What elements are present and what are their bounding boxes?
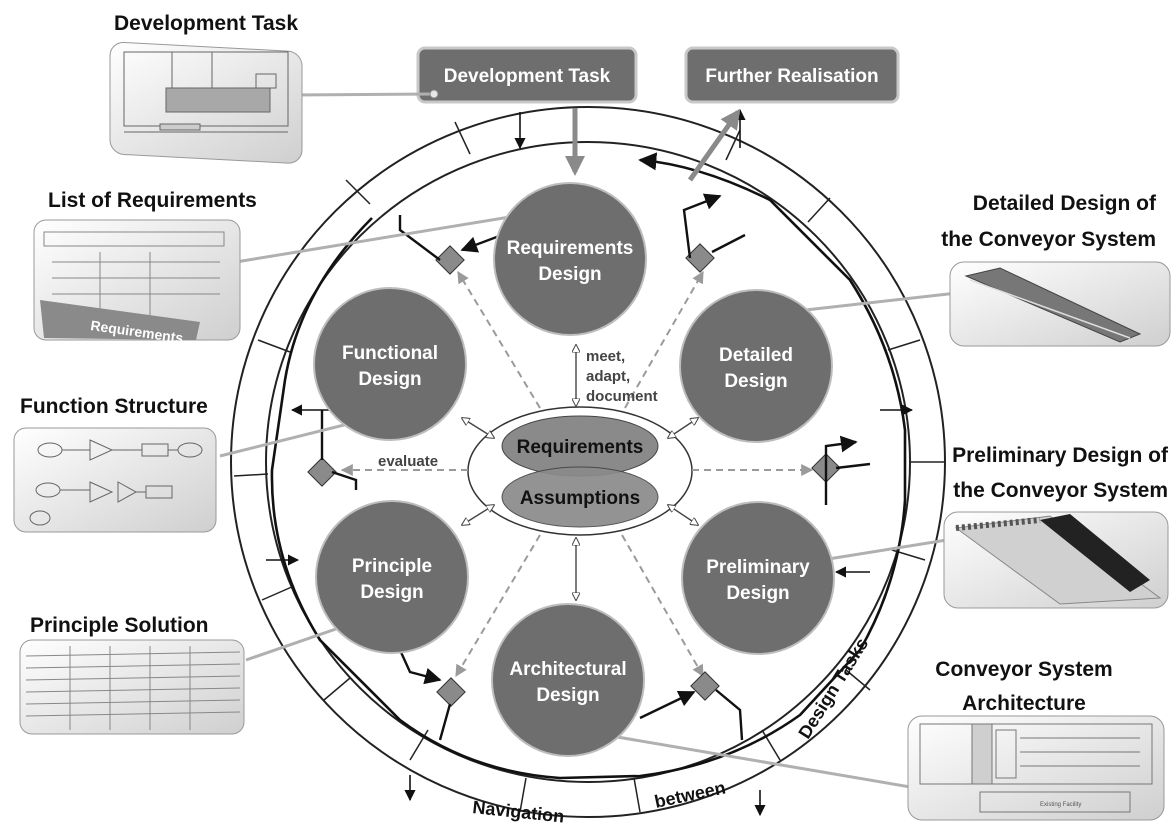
circle-detailed-design: Detailed Design (679, 289, 833, 443)
functional-design-line2: Design (358, 369, 421, 390)
circle-connectors (320, 193, 871, 741)
functional-design-line1: Functional (342, 343, 438, 364)
further-realisation-box: Further Realisation (684, 46, 900, 104)
preliminary-design-line2: Design (726, 583, 789, 604)
center-group: Requirements Assumptions (467, 406, 693, 536)
development-task-box-label: Development Task (444, 66, 611, 87)
ring-navigation-label: Navigation (472, 797, 566, 827)
requirements-design-line2: Design (538, 264, 601, 285)
thumbnail-development-task (109, 41, 303, 164)
thumbnail-function-structure (13, 427, 217, 533)
heading-detailed-design-line2: the Conveyor System (941, 228, 1156, 251)
further-realisation-arrow (687, 108, 741, 182)
heading-detailed-design-line1: Detailed Design of (973, 192, 1157, 215)
decision-diamond (307, 457, 337, 487)
circle-preliminary-design: Preliminary Design (681, 501, 835, 655)
heading-development-task: Development Task (114, 12, 298, 35)
decision-diamond (435, 245, 465, 275)
heading-conveyor-architecture-line1: Conveyor System (935, 658, 1112, 681)
heading-principle-solution: Principle Solution (30, 614, 209, 637)
architectural-design-line1: Architectural (509, 659, 626, 680)
assumptions-ellipse (501, 466, 659, 528)
thumbnail-existing-facility: Existing Facility (1040, 802, 1081, 808)
adapt-label: adapt, (586, 368, 630, 385)
dashed-connections (340, 270, 814, 678)
outer-ring (230, 106, 946, 818)
detailed-design-line2: Design (724, 371, 787, 392)
circle-principle-design: Principle Design (315, 500, 469, 654)
principle-design-line1: Principle (352, 556, 432, 577)
thumbnail-list-of-requirements: Requirements (33, 219, 241, 346)
ring-tick-marks (233, 121, 944, 813)
requirements-design-line1: Requirements (507, 238, 634, 259)
document-label: document (586, 388, 658, 405)
heading-function-structure: Function Structure (20, 395, 208, 418)
meet-label: meet, (586, 348, 625, 365)
center-assumptions-label: Assumptions (520, 488, 640, 509)
thumbnail-detailed-design (949, 261, 1171, 347)
ring-between-label: between (653, 777, 728, 812)
principle-design-line2: Design (360, 582, 423, 603)
thumbnail-preliminary-design (943, 511, 1169, 609)
circle-functional-design: Functional Design (313, 287, 467, 441)
architectural-design-line2: Design (536, 685, 599, 706)
center-requirements-label: Requirements (517, 437, 644, 458)
decision-diamond (436, 677, 466, 707)
decision-diamond (690, 671, 720, 701)
detailed-design-line1: Detailed (719, 345, 793, 366)
open-arrows (462, 345, 698, 600)
thumbnail-conveyor-architecture: Existing Facility (907, 715, 1165, 821)
heading-conveyor-architecture-line2: Architecture (962, 692, 1086, 715)
circle-requirements-design: Requirements Design (493, 182, 647, 336)
further-realisation-box-label: Further Realisation (705, 66, 878, 87)
decision-diamond (685, 243, 715, 273)
evaluate-label: evaluate (378, 453, 438, 470)
heading-preliminary-design-line2: the Conveyor System (953, 479, 1168, 502)
development-task-box: Development Task (416, 46, 638, 104)
circle-architectural-design: Architectural Design (491, 603, 645, 757)
ring-design-tasks-label: Design Tasks (794, 634, 872, 742)
thumbnail-principle-solution (19, 639, 245, 735)
preliminary-design-line1: Preliminary (706, 557, 810, 578)
navigation-path (270, 152, 907, 780)
heading-preliminary-design-line1: Preliminary Design of (952, 444, 1169, 467)
heading-list-of-requirements: List of Requirements (48, 189, 257, 212)
